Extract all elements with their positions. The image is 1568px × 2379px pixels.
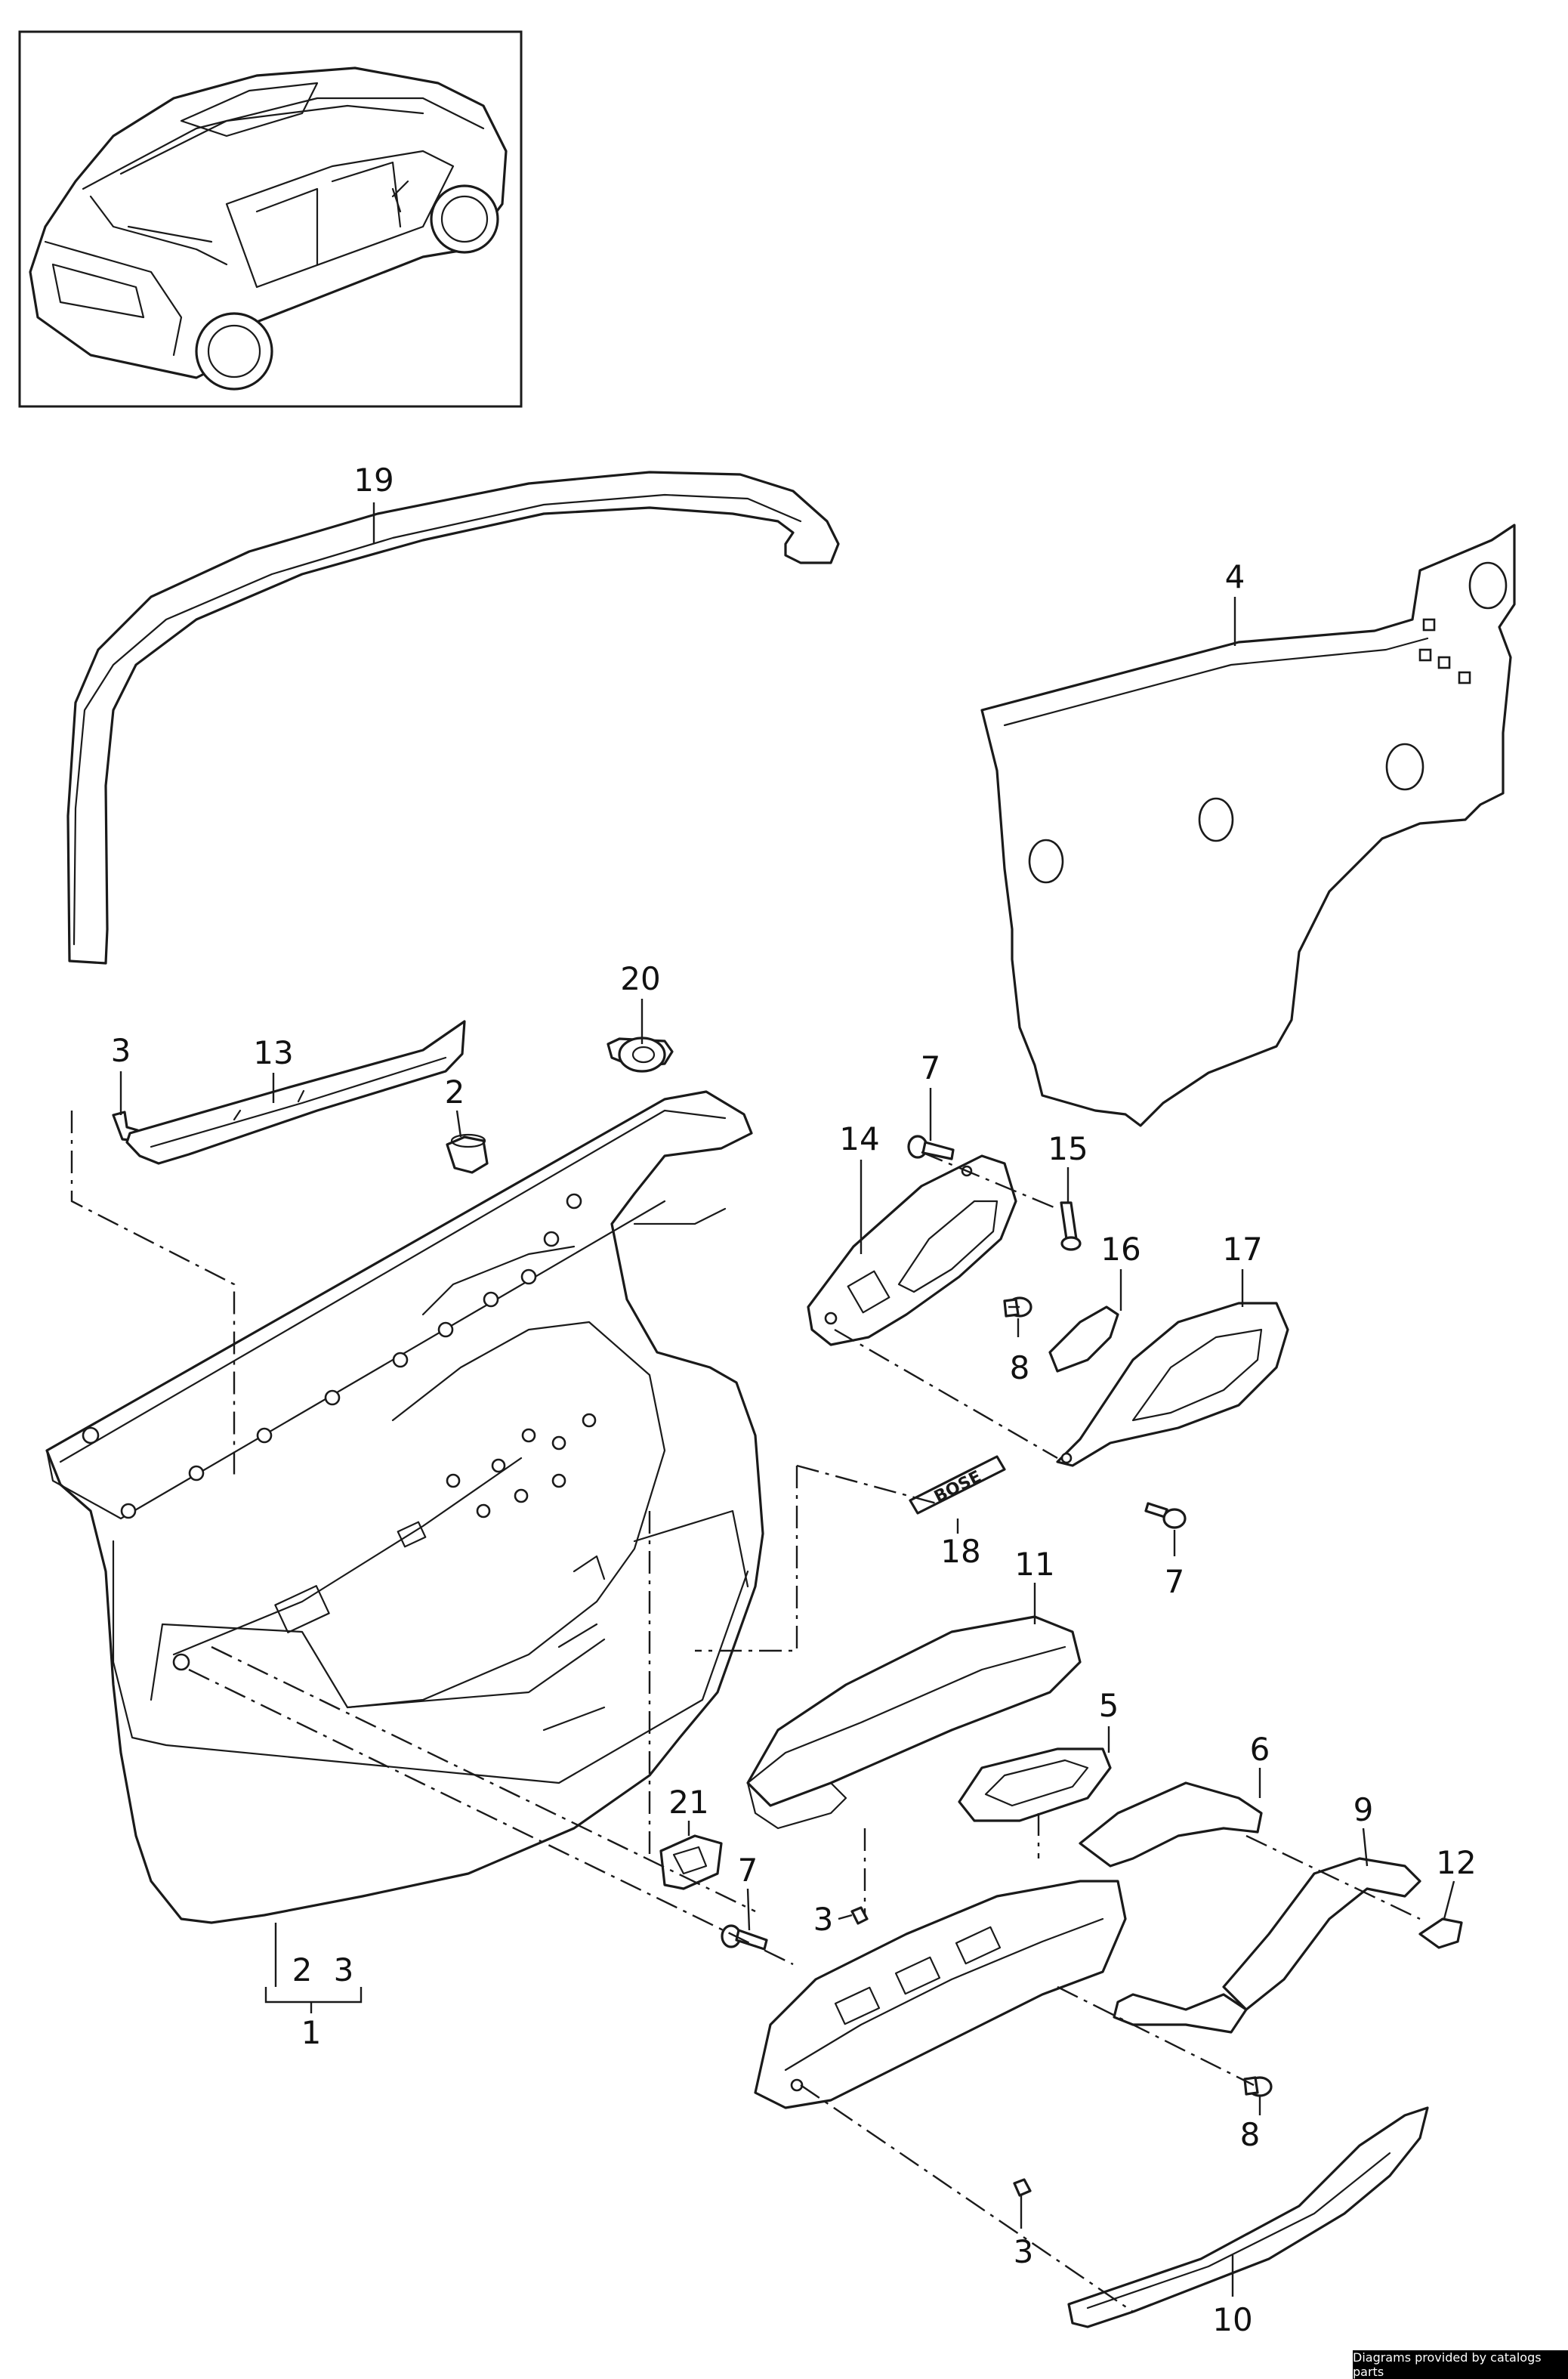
callout-7-upper: 7 xyxy=(921,1049,941,1086)
part-17-handle-bezel xyxy=(1056,1302,1289,1467)
callout-13: 13 xyxy=(253,1034,293,1071)
callout-21: 21 xyxy=(668,1784,708,1821)
part-16-cover-cap xyxy=(1048,1305,1119,1373)
callout-9: 9 xyxy=(1353,1791,1374,1828)
callout-2-plug: 2 xyxy=(445,1074,465,1111)
part-7-bolt-middle xyxy=(1144,1502,1187,1529)
callout-3-middle: 3 xyxy=(813,1901,834,1938)
callout-8-upper: 8 xyxy=(1010,1349,1030,1386)
part-8-bolt-lower xyxy=(1243,2076,1273,2097)
part-7-bolt-lower xyxy=(721,1924,768,1951)
callout-14: 14 xyxy=(839,1120,879,1157)
part-20-clip xyxy=(607,1037,674,1073)
callout-3-group: 3 xyxy=(334,1951,354,1988)
part-3-clip-middle xyxy=(850,1906,869,1925)
part-21-small-bezel xyxy=(659,1834,723,1890)
armrest-carrier xyxy=(754,1880,1127,2109)
callout-5: 5 xyxy=(1099,1687,1119,1724)
callout-8-lower: 8 xyxy=(1240,2116,1261,2153)
callout-6: 6 xyxy=(1250,1731,1270,1768)
callout-20: 20 xyxy=(620,960,660,997)
callout-1: 1 xyxy=(301,2014,322,2051)
callout-17: 17 xyxy=(1222,1231,1262,1268)
assembly-lines xyxy=(70,1111,1421,2313)
part-12-end-cap xyxy=(1418,1917,1463,1949)
callout-19: 19 xyxy=(353,462,394,499)
badge-logo-text: BOSE xyxy=(931,1467,984,1506)
leader-lines xyxy=(119,502,1455,2297)
part-3-clip-lower xyxy=(1013,2178,1032,2197)
part-9-grab-handle xyxy=(1113,1857,1421,2034)
vehicle-thumbnail xyxy=(18,30,523,408)
credit-banner: Diagrams provided by catalogs parts xyxy=(1353,2350,1568,2379)
part-14-handle-bracket xyxy=(807,1154,1017,1346)
callout-15: 15 xyxy=(1048,1130,1088,1167)
callout-12: 12 xyxy=(1436,1844,1476,1881)
callout-3-lower: 3 xyxy=(1014,2233,1034,2270)
callout-16: 16 xyxy=(1100,1231,1141,1268)
callout-3-upper: 3 xyxy=(111,1032,131,1069)
callout-18: 18 xyxy=(940,1533,980,1570)
part-4-insulation-panel xyxy=(980,524,1516,1127)
callout-7-middle: 7 xyxy=(1165,1563,1185,1600)
part-19-frame-trim xyxy=(66,471,840,965)
callout-11: 11 xyxy=(1014,1546,1054,1583)
part-18-speaker-badge: BOSE xyxy=(909,1455,1006,1515)
part-6-pull-handle-cover xyxy=(1079,1781,1263,1868)
part-10-lower-trim-strip xyxy=(1067,2106,1429,2328)
part-13-trim-strip xyxy=(125,1020,466,1165)
part-1-door-panel xyxy=(45,1090,764,1924)
callout-7-lower: 7 xyxy=(738,1852,758,1889)
part-15-screw xyxy=(1060,1201,1082,1251)
callout-labels: 19 4 20 3 13 2 7 15 14 16 17 8 18 7 11 5… xyxy=(111,462,1477,2338)
callout-4: 4 xyxy=(1225,558,1245,595)
callout-2-group: 2 xyxy=(292,1951,313,1988)
part-5-switch-bezel xyxy=(958,1747,1112,1822)
callout-10: 10 xyxy=(1212,2301,1252,2338)
part-11-armrest-pad xyxy=(746,1615,1082,1830)
part-2-plug-upper xyxy=(446,1133,489,1174)
